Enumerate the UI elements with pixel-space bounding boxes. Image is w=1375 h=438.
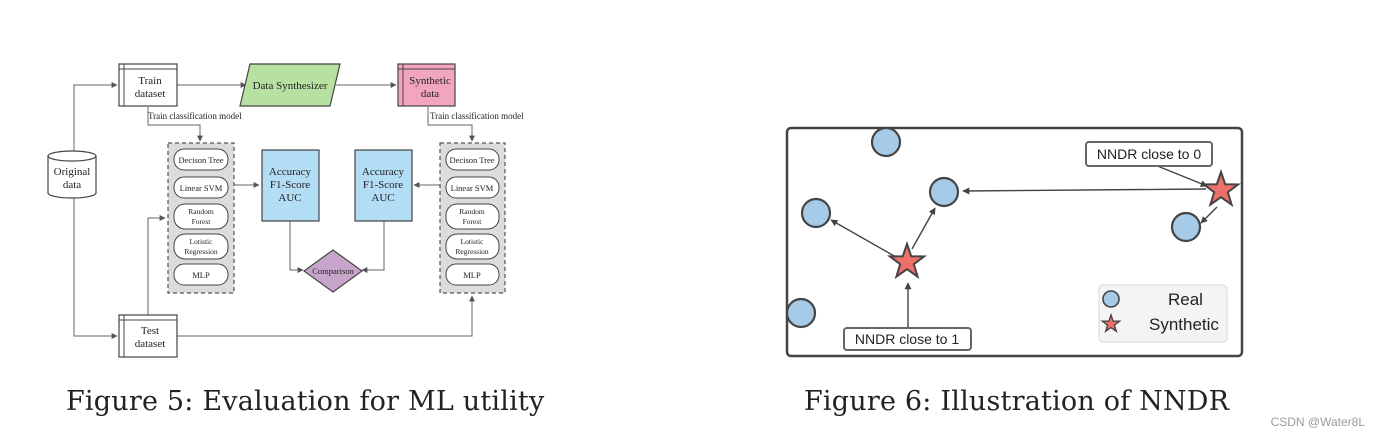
synthetic-data-label-2: data	[421, 88, 439, 100]
synthetic-star	[1200, 168, 1242, 208]
legend-real-marker	[1102, 290, 1120, 308]
arrow-star1-to-far	[830, 219, 897, 258]
figure-6-diagram: NNDR close to 0 NNDR close to 1 Real Syn…	[785, 126, 1244, 358]
model-left-linear-svm: Linear SVM	[180, 183, 223, 193]
model-right-random-2: Forest	[463, 217, 483, 226]
comparison-diamond	[302, 249, 364, 293]
train-classification-label-right: Train classification model	[430, 111, 524, 121]
synthetic-star	[886, 240, 928, 280]
synthetic-data-node: Synthetic data	[397, 63, 456, 107]
real-point	[928, 176, 960, 208]
arrow-train-to-models-left	[147, 107, 203, 142]
legend-synthetic-label: Synthetic	[1149, 315, 1219, 334]
test-dataset-label-2: dataset	[135, 338, 166, 350]
label-close-to-0-text: NNDR close to 0	[1097, 146, 1201, 162]
label-close-to-0: NNDR close to 0	[1085, 141, 1213, 167]
model-left-decision-tree: Decison Tree	[178, 155, 223, 165]
model-left-random-2: Forest	[192, 217, 212, 226]
metric-right-f1: F1-Score	[363, 179, 403, 191]
arrow-original-to-train	[73, 82, 118, 152]
legend: Real Synthetic	[1098, 284, 1228, 343]
model-right-logistic-1: Lotistic	[461, 237, 485, 246]
models-right-pills: Decison Tree Linear SVM Random Forest Lo…	[445, 148, 500, 286]
figure-5-caption: Figure 5: Evaluation for ML utility	[66, 386, 545, 417]
arrow-star2-to-near	[1200, 206, 1218, 224]
legend-synthetic-marker	[1100, 312, 1122, 334]
arrow-star1-to-near	[911, 207, 936, 250]
model-right-linear-svm: Linear SVM	[451, 183, 494, 193]
real-points	[785, 126, 1202, 329]
synthetic-data-label-1: Synthetic	[409, 75, 451, 87]
model-right-mlp: MLP	[463, 270, 481, 280]
metrics-box-right: Accuracy F1-Score AUC	[354, 149, 413, 222]
test-dataset-label-1: Test	[141, 325, 159, 337]
arrow-original-to-test	[73, 197, 118, 339]
metric-right-accuracy: Accuracy	[362, 166, 405, 178]
metric-left-f1: F1-Score	[270, 179, 310, 191]
original-data-node: Original data	[47, 150, 97, 199]
train-dataset-label-1: Train	[138, 75, 162, 87]
label-close-to-1-text: NNDR close to 1	[855, 331, 959, 347]
train-dataset-node: Train dataset	[118, 63, 178, 107]
nndr-arrows	[830, 162, 1218, 328]
metrics-box-left-bg	[261, 149, 320, 222]
metric-left-auc: AUC	[278, 192, 301, 204]
model-left-random-1: Random	[188, 207, 214, 216]
real-point	[800, 197, 832, 229]
model-left-logistic-2: Regression	[184, 247, 218, 256]
models-panel-left: Decison Tree Linear SVM Random Forest Lo…	[167, 142, 235, 294]
arrow-synthetic-to-models-right	[427, 107, 475, 142]
real-point	[785, 297, 817, 329]
arrow-metrics-right-to-comparison	[361, 221, 385, 273]
figure-6-caption: Figure 6: Illustration of NNDR	[804, 386, 1230, 417]
metric-left-accuracy: Accuracy	[269, 166, 312, 178]
fig5-connectors	[73, 82, 475, 339]
train-dataset-label-2: dataset	[135, 88, 166, 100]
arrow-test-to-models-right	[177, 295, 475, 337]
watermark: CSDN @Water8L	[1270, 415, 1365, 429]
figure-5-diagram: Original data Train dataset Data Synthes…	[47, 63, 524, 358]
comparison-node: Comparison	[302, 249, 364, 293]
real-point	[1170, 211, 1202, 243]
metric-right-auc: AUC	[371, 192, 394, 204]
train-classification-label-left: Train classification model	[148, 111, 242, 121]
model-left-mlp: MLP	[192, 270, 210, 280]
label-close-to-1: NNDR close to 1	[843, 327, 972, 351]
metrics-box-left: Accuracy F1-Score AUC	[261, 149, 320, 222]
original-data-label-1: Original	[54, 166, 91, 178]
data-synthesizer-shape	[239, 63, 341, 107]
real-point	[870, 126, 902, 158]
synthetic-data-shape	[397, 63, 456, 107]
models-panel-right: Decison Tree Linear SVM Random Forest Lo…	[439, 142, 506, 294]
test-dataset-node: Test dataset	[118, 314, 178, 358]
original-data-label-2: data	[63, 179, 81, 191]
models-left-pills: Decison Tree Linear SVM Random Forest Lo…	[173, 148, 229, 286]
synthetic-points	[886, 168, 1242, 280]
arrow-test-to-models-left	[147, 215, 166, 315]
comparison-label: Comparison	[312, 266, 354, 276]
model-right-decision-tree: Decison Tree	[449, 155, 494, 165]
model-left-logistic-1: Lotistic	[190, 237, 214, 246]
metrics-box-right-bg	[354, 149, 413, 222]
arrow-star2-to-far	[962, 187, 1207, 195]
model-right-logistic-2: Regression	[455, 247, 489, 256]
legend-real-label: Real	[1168, 290, 1203, 309]
data-synthesizer-label: Data Synthesizer	[253, 80, 328, 92]
data-synthesizer-node: Data Synthesizer	[239, 63, 341, 107]
model-right-random-1: Random	[459, 207, 485, 216]
arrow-metrics-left-to-comparison	[289, 221, 304, 273]
